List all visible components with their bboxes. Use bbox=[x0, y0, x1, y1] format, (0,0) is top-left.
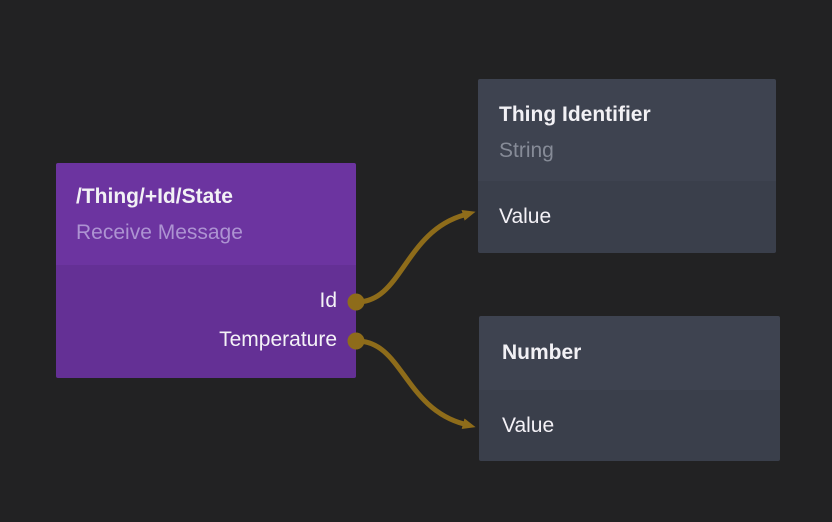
output-port-id[interactable]: Id bbox=[56, 281, 356, 320]
node-title: Thing Identifier bbox=[499, 103, 651, 126]
output-port-temperature[interactable]: Temperature bbox=[56, 320, 356, 359]
node-subtitle: Receive Message bbox=[76, 221, 243, 244]
node-input-section: Value bbox=[479, 390, 780, 461]
node-receive-message[interactable]: /Thing/+Id/State Receive Message Id Temp… bbox=[56, 163, 356, 378]
node-number[interactable]: Number Value bbox=[479, 316, 780, 461]
output-port-label: Id bbox=[319, 288, 337, 312]
wire-temperature-to-number[interactable] bbox=[353, 338, 476, 430]
input-port-label: Value bbox=[499, 205, 552, 228]
input-port-value[interactable]: Value bbox=[499, 198, 551, 237]
wire-id-to-thing-identifier[interactable] bbox=[353, 209, 476, 305]
node-subtitle: String bbox=[499, 139, 554, 162]
node-header: Thing Identifier String bbox=[478, 79, 776, 181]
input-port-label: Value bbox=[502, 413, 555, 437]
node-thing-identifier[interactable]: Thing Identifier String Value bbox=[478, 79, 776, 253]
node-header: /Thing/+Id/State Receive Message bbox=[56, 163, 356, 265]
node-input-section: Value bbox=[478, 181, 776, 253]
node-output-section: Id Temperature bbox=[56, 265, 356, 378]
node-header: Number bbox=[479, 316, 780, 390]
node-title: Number bbox=[502, 341, 582, 364]
node-title: /Thing/+Id/State bbox=[76, 185, 233, 208]
input-port-value[interactable]: Value bbox=[502, 406, 554, 445]
output-port-label: Temperature bbox=[219, 327, 337, 351]
